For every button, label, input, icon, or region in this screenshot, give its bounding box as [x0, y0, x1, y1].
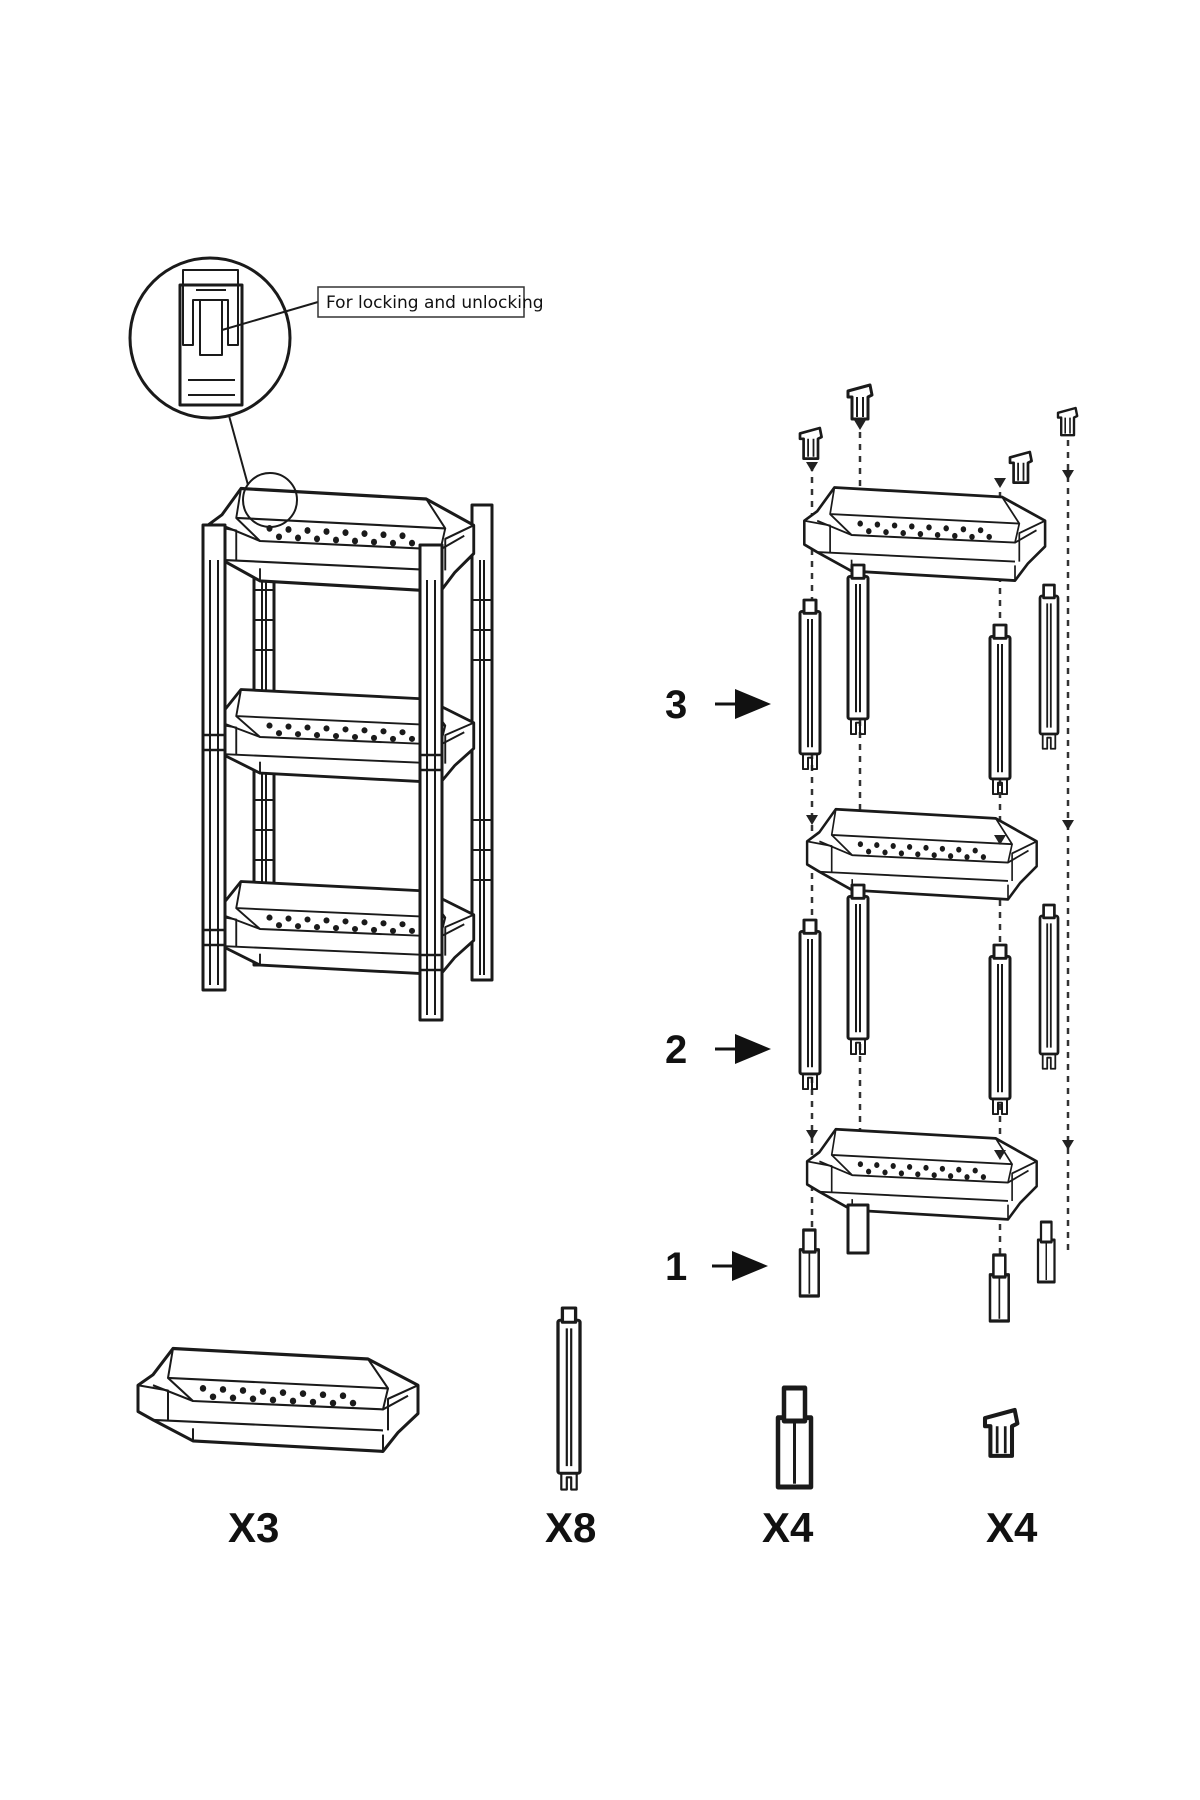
step-label-2: 2 — [665, 1028, 771, 1072]
part-pole: X8 — [545, 1306, 596, 1551]
part-foot: X4 — [762, 1388, 814, 1551]
callout-label: For locking and unlocking — [326, 293, 544, 313]
part-pole-quantity: X8 — [545, 1504, 596, 1551]
assembled-shelf-unit — [201, 411, 494, 1022]
part-cap-quantity: X4 — [986, 1504, 1038, 1551]
part-shelf-quantity: X3 — [228, 1504, 279, 1551]
lock-detail-magnifier — [128, 256, 319, 420]
step-label-1: 1 — [665, 1245, 768, 1289]
part-foot-quantity: X4 — [762, 1504, 814, 1551]
part-shelf: X3 — [136, 1346, 420, 1551]
svg-text:2: 2 — [665, 1028, 687, 1072]
exploded-assembly — [798, 383, 1079, 1323]
svg-text:1: 1 — [665, 1245, 687, 1289]
lock-callout: For locking and unlocking — [317, 286, 544, 318]
part-cap: X4 — [985, 1410, 1038, 1551]
parts-list: X3 X8 X4 X4 — [136, 1306, 1038, 1551]
step-label-3: 3 — [665, 683, 771, 727]
svg-text:3: 3 — [665, 683, 687, 727]
